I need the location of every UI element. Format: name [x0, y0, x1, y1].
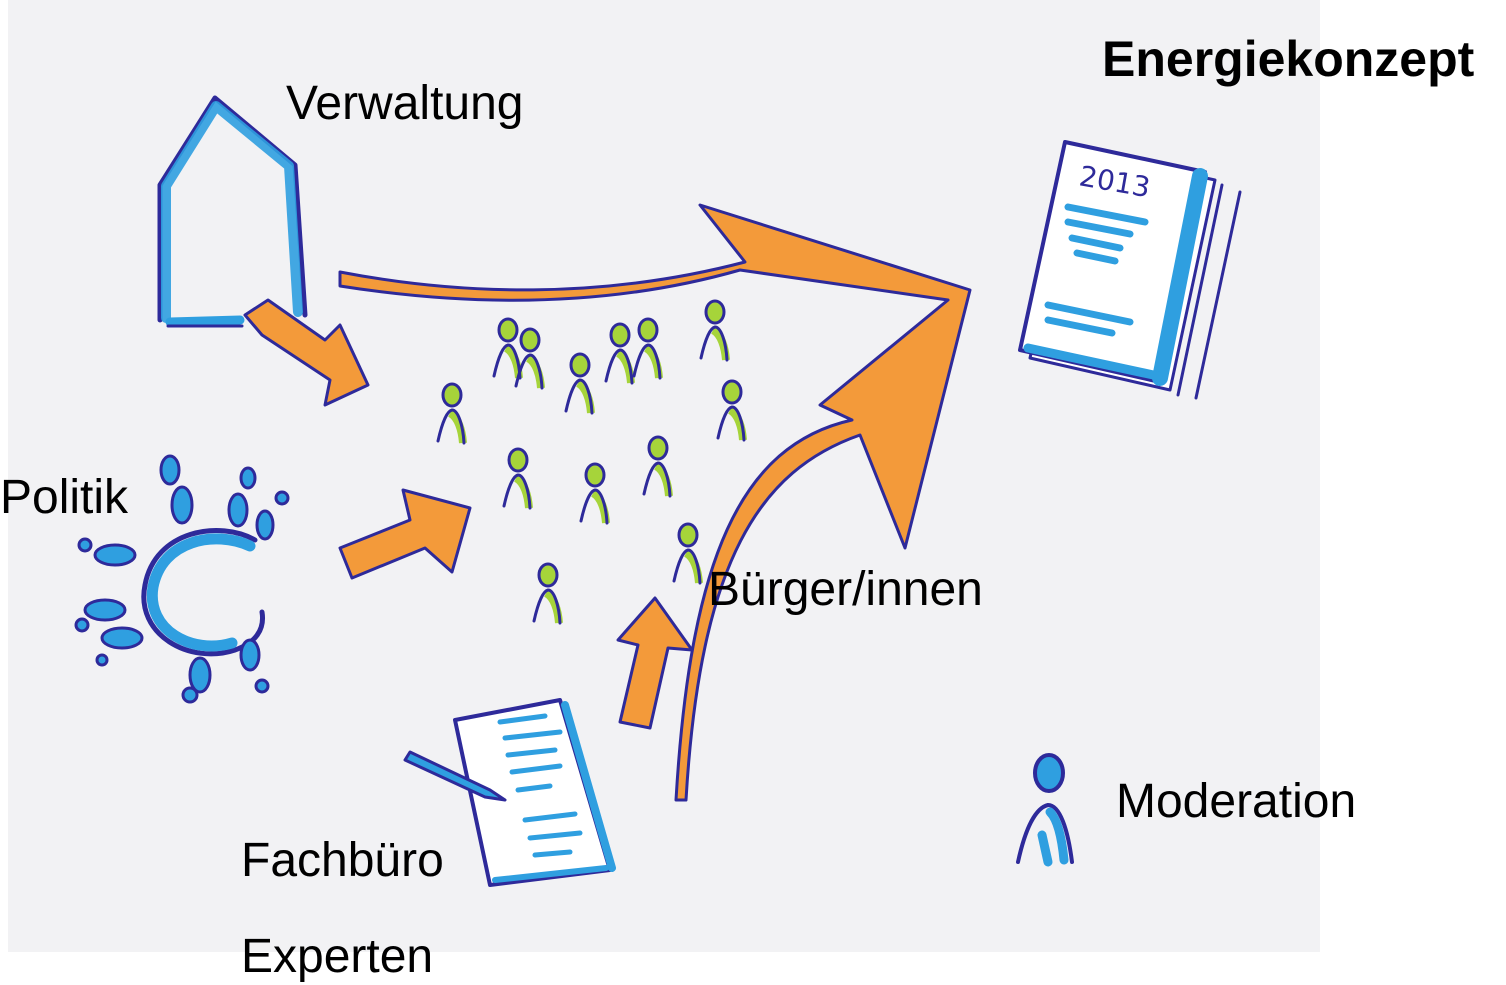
person-figure [502, 447, 533, 510]
person-figure [672, 522, 703, 585]
report-2013-icon: 2013 [1018, 140, 1242, 400]
big-sweep-arrow-icon [338, 203, 972, 802]
label-fachbuero: Fachbüro [241, 834, 444, 887]
arrow-fachbuero-icon [616, 596, 694, 730]
person-figure [564, 352, 595, 415]
person-figure [436, 382, 467, 445]
arrow-verwaltung-icon [243, 298, 370, 407]
person-figure [642, 435, 673, 498]
label-experten: Experten [241, 930, 434, 983]
label-buerger: Bürger/innen [708, 563, 983, 616]
house-icon [157, 95, 308, 328]
person-figure [604, 322, 635, 385]
label-moderation: Moderation [1116, 775, 1357, 828]
person-figure [716, 379, 747, 442]
person-figure [632, 317, 663, 380]
person-figure [492, 317, 523, 380]
title-energiekonzept: Energiekonzept [1102, 31, 1475, 87]
label-verwaltung: Verwaltung [286, 77, 524, 130]
person-figure [514, 327, 545, 390]
person-figure [532, 562, 563, 625]
arrow-politik-icon [338, 488, 472, 580]
person-figure [699, 299, 730, 362]
label-politik: Politik [0, 471, 129, 524]
person-figure [579, 462, 610, 525]
people-group-icon [436, 299, 747, 625]
document-pencil-icon [403, 698, 616, 887]
politics-circle-icon [74, 454, 290, 704]
moderator-person-icon [1016, 753, 1074, 867]
